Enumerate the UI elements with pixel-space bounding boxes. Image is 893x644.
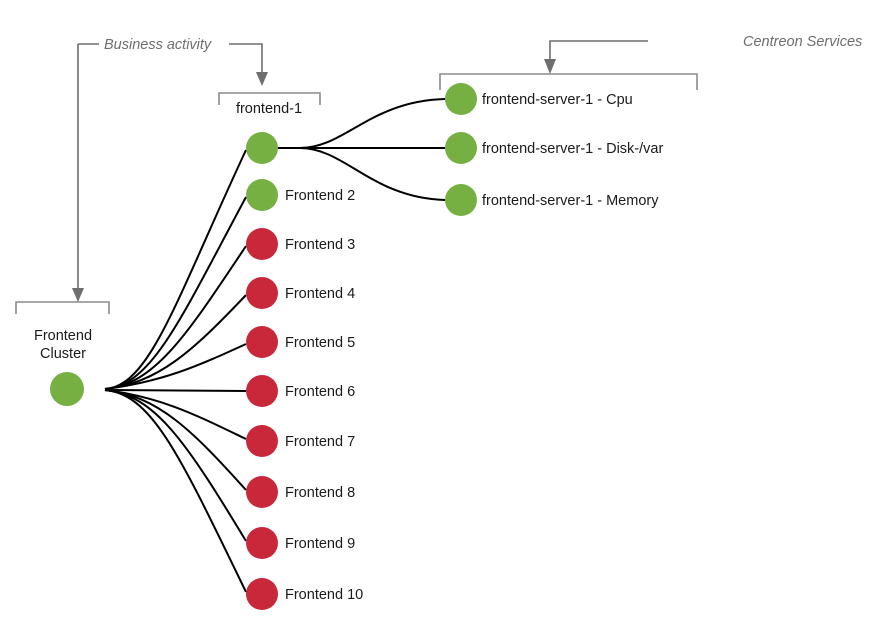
- annotation-centreon-services: Centreon Services: [544, 34, 862, 74]
- edge-frontend1-service-memory: [278, 147, 446, 201]
- node-frontend-8-label: Frontend 8: [285, 485, 355, 501]
- annotation-label-centreon-services: Centreon Services: [743, 34, 862, 50]
- node-frontend-3-label: Frontend 3: [285, 237, 355, 253]
- business-activity-arrow-frontend1: [256, 72, 268, 86]
- node-service-memory-circle[interactable]: [445, 184, 477, 216]
- node-service-cpu-circle[interactable]: [445, 83, 477, 115]
- node-group-frontends: Frontend 2 Frontend 3 Frontend 4 Fronten…: [246, 132, 363, 610]
- node-service-disk-var-circle[interactable]: [445, 132, 477, 164]
- node-service-disk-var[interactable]: frontend-server-1 - Disk-/var: [445, 132, 663, 164]
- business-activity-right-line: [229, 43, 263, 72]
- node-frontend-2[interactable]: Frontend 2: [246, 179, 355, 211]
- edge-frontend1-service-cpu: [278, 98, 446, 149]
- edge-cluster-frontend-9: [104, 389, 247, 542]
- frontend-1-label: frontend-1: [236, 101, 302, 117]
- node-service-disk-var-label: frontend-server-1 - Disk-/var: [482, 141, 663, 157]
- annotation-business-activity: Business activity: [72, 37, 268, 302]
- node-frontend-10[interactable]: Frontend 10: [246, 578, 363, 610]
- edge-cluster-frontend-1: [104, 149, 247, 390]
- node-frontend-3[interactable]: Frontend 3: [246, 228, 355, 260]
- node-frontend-1[interactable]: [246, 132, 278, 164]
- edge-cluster-frontend-8: [104, 389, 247, 491]
- node-service-cpu-label: frontend-server-1 - Cpu: [482, 92, 633, 108]
- frontend-cluster-label-line-2: Cluster: [40, 346, 86, 362]
- node-frontend-10-label: Frontend 10: [285, 587, 363, 603]
- node-frontend-6[interactable]: Frontend 6: [246, 375, 355, 407]
- services-bracket: [439, 73, 698, 90]
- node-frontend-8[interactable]: Frontend 8: [246, 476, 355, 508]
- group-frontend-cluster: Frontend Cluster: [15, 301, 110, 362]
- edge-cluster-frontend-10: [104, 389, 247, 593]
- frontend-cluster-bracket: [15, 301, 110, 314]
- node-frontend-4-circle[interactable]: [246, 277, 278, 309]
- centreon-services-arrow: [544, 59, 556, 74]
- node-service-cpu[interactable]: frontend-server-1 - Cpu: [445, 83, 633, 115]
- centreon-services-line: [549, 40, 648, 59]
- edge-cluster-frontend-4: [104, 294, 247, 390]
- node-frontend-5-circle[interactable]: [246, 326, 278, 358]
- node-frontend-1-circle[interactable]: [246, 132, 278, 164]
- business-activity-arrow-cluster: [72, 288, 84, 302]
- node-frontend-6-label: Frontend 6: [285, 384, 355, 400]
- node-frontend-7-label: Frontend 7: [285, 434, 355, 450]
- group-frontend-1: frontend-1: [218, 92, 321, 117]
- node-frontend-6-circle[interactable]: [246, 375, 278, 407]
- node-frontend-2-label: Frontend 2: [285, 188, 355, 204]
- node-frontend-3-circle[interactable]: [246, 228, 278, 260]
- annotation-label-business-activity: Business activity: [104, 37, 212, 53]
- node-service-memory-label: frontend-server-1 - Memory: [482, 193, 659, 209]
- node-frontend-2-circle[interactable]: [246, 179, 278, 211]
- edge-cluster-frontend-5: [104, 343, 247, 390]
- group-services: [439, 73, 698, 90]
- node-frontend-5[interactable]: Frontend 5: [246, 326, 355, 358]
- node-group-services: frontend-server-1 - Cpu frontend-server-…: [445, 83, 663, 216]
- node-frontend-5-label: Frontend 5: [285, 335, 355, 351]
- node-frontend-cluster-circle[interactable]: [50, 372, 84, 406]
- node-frontend-9-label: Frontend 9: [285, 536, 355, 552]
- edge-group-cluster-to-frontends: [104, 149, 247, 593]
- node-frontend-8-circle[interactable]: [246, 476, 278, 508]
- node-frontend-7-circle[interactable]: [246, 425, 278, 457]
- node-frontend-10-circle[interactable]: [246, 578, 278, 610]
- frontend-cluster-label-line-1: Frontend: [34, 328, 92, 344]
- node-frontend-cluster[interactable]: [50, 372, 84, 406]
- node-frontend-4-label: Frontend 4: [285, 286, 355, 302]
- node-frontend-7[interactable]: Frontend 7: [246, 425, 355, 457]
- node-frontend-9[interactable]: Frontend 9: [246, 527, 355, 559]
- node-service-memory[interactable]: frontend-server-1 - Memory: [445, 184, 659, 216]
- frontend-1-bracket: [218, 92, 321, 105]
- edge-group-frontend1-to-services: [278, 98, 446, 201]
- edge-cluster-frontend-6: [104, 389, 247, 392]
- node-frontend-4[interactable]: Frontend 4: [246, 277, 355, 309]
- node-frontend-9-circle[interactable]: [246, 527, 278, 559]
